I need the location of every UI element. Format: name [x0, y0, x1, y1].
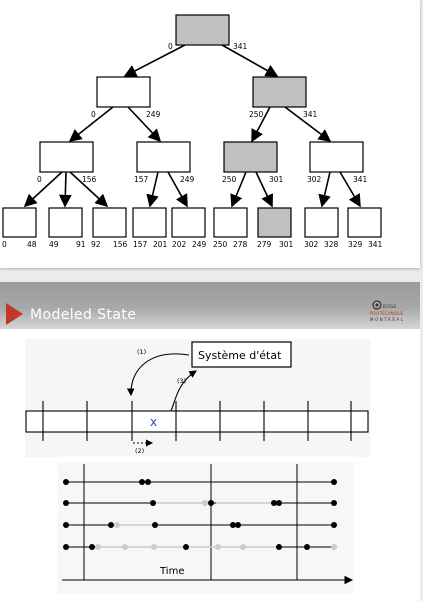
root-lo: 0: [168, 42, 173, 51]
tree-leaf-8: [304, 207, 339, 238]
tree-leaf-3: [92, 207, 127, 238]
leaf1-hi: 48: [27, 240, 37, 249]
tree-edges: [23, 44, 361, 208]
tree-leaves: [2, 207, 382, 238]
time-separators: [83, 464, 298, 580]
tree-leaf-9: [347, 207, 382, 238]
leaf7-lo: 279: [257, 240, 272, 249]
intervals-timeline: Time: [58, 462, 354, 594]
step-3-label: (3): [177, 377, 186, 385]
l1b-lo: 250: [249, 110, 264, 119]
tree-node-l2-c: [223, 141, 278, 173]
leaf4-lo: 157: [133, 240, 148, 249]
state-system-box: [191, 341, 292, 368]
step-2-label: (2): [135, 447, 144, 455]
l2d-hi: 341: [353, 175, 368, 184]
l2a-hi: 156: [82, 175, 97, 184]
root-hi: 341: [233, 42, 248, 51]
leaf9-lo: 329: [348, 240, 363, 249]
red-arrow-icon: [6, 303, 23, 325]
trace-ticks: [42, 401, 352, 441]
query-marker: x: [150, 415, 157, 429]
tree-leaf-6: [213, 207, 248, 238]
leaf4-hi: 201: [153, 240, 168, 249]
svg-text:ÉCOLE: ÉCOLE: [383, 304, 397, 309]
tree-leaf-1: [2, 207, 37, 238]
tree-leaf-7: [257, 207, 292, 238]
interval-tree-diagram: 0 341 0 249 250 341 0 156 157 249 250 30…: [2, 14, 383, 249]
l2c-lo: 250: [222, 175, 237, 184]
svg-text:POLYTECHNIQUE: POLYTECHNIQUE: [370, 311, 404, 316]
tree-node-l1-a: [96, 76, 151, 108]
leaf2-hi: 91: [76, 240, 86, 249]
interval-row-1: [63, 479, 337, 485]
interval-row-2: [63, 500, 337, 506]
tree-leaf-4: [132, 207, 167, 238]
l2a-lo: 0: [37, 175, 42, 184]
leaf8-hi: 328: [324, 240, 339, 249]
l2c-hi: 301: [269, 175, 284, 184]
state-system-diagram: Système d'état (1) (3) x (2): [25, 339, 370, 457]
leaf3-lo: 92: [91, 240, 101, 249]
slide-title: Modeled State: [30, 307, 137, 323]
tree-node-l2-d: [309, 141, 364, 173]
polytechnique-montreal-logo: ÉCOLE POLYTECHNIQUE MONTRÉAL: [370, 300, 404, 322]
l1a-lo: 0: [91, 110, 96, 119]
tree-root-node: [175, 14, 230, 46]
leaf7-hi: 301: [279, 240, 294, 249]
modeled-state-slide: Modeled State ÉCOLE POLYTECHNIQUE MONTRÉ…: [0, 282, 420, 601]
leaf6-lo: 250: [213, 240, 228, 249]
l1a-hi: 249: [146, 110, 161, 119]
leaf9-hi: 341: [368, 240, 383, 249]
l2b-lo: 157: [134, 175, 149, 184]
leaf8-lo: 302: [304, 240, 319, 249]
tree-leaf-2: [48, 207, 83, 238]
svg-text:MONTRÉAL: MONTRÉAL: [370, 317, 404, 322]
l2d-lo: 302: [307, 175, 322, 184]
leaf5-hi: 249: [192, 240, 207, 249]
interval-tree-slide: 0 341 0 249 250 341 0 156 157 249 250 30…: [0, 0, 420, 268]
query-arrow-1: [126, 353, 190, 397]
leaf3-hi: 156: [113, 240, 128, 249]
tree-node-l2-a: [39, 141, 94, 173]
interval-row-4: [63, 544, 337, 550]
tree-leaf-5: [171, 207, 206, 238]
time-axis-label: Time: [159, 566, 184, 577]
leaf1-lo: 0: [2, 240, 7, 249]
leaf5-lo: 202: [172, 240, 187, 249]
l2b-hi: 249: [180, 175, 195, 184]
tree-labels: 0 341 0 249 250 341 0 156 157 249 250 30…: [2, 42, 383, 249]
step-1-label: (1): [137, 348, 146, 356]
state-system-label: Système d'état: [198, 349, 282, 362]
tree-node-l2-b: [136, 141, 191, 173]
tree-node-l1-b: [252, 76, 307, 108]
interval-row-3: [63, 522, 337, 528]
leaf6-hi: 278: [233, 240, 248, 249]
slide-banner: Modeled State ÉCOLE POLYTECHNIQUE MONTRÉ…: [0, 282, 420, 329]
trace-bar: [25, 410, 369, 433]
leaf2-lo: 49: [49, 240, 59, 249]
l1b-hi: 341: [303, 110, 318, 119]
